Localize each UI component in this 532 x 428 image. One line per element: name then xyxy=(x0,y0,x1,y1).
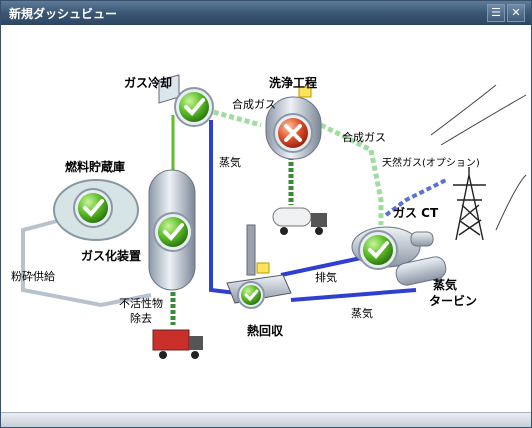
chimney xyxy=(246,224,256,276)
steam-label-2: 蒸気 xyxy=(351,307,373,320)
gas-ct-shaft xyxy=(410,231,434,247)
steam-turbine xyxy=(395,256,447,286)
heat-recovery-status-ok[interactable] xyxy=(237,281,265,309)
gas-ct-status-ok[interactable] xyxy=(358,230,398,270)
power-line-3 xyxy=(495,174,527,231)
exhaust-label: 排気 xyxy=(315,271,337,284)
steam-label-1: 蒸気 xyxy=(219,156,241,169)
gas-ct-label: ガス CT xyxy=(393,206,439,220)
close-button[interactable]: ✕ xyxy=(507,4,525,22)
steam-turbine-label: 蒸気 xyxy=(433,278,458,292)
gas-cooling-label: ガス冷却 xyxy=(124,76,173,90)
syngas-line-1 xyxy=(205,107,262,128)
note-icon[interactable] xyxy=(256,262,270,274)
pulverized-feed-label: 粉砕供給 xyxy=(11,270,55,283)
syngas-label-1: 合成ガス xyxy=(232,98,276,111)
washing-status-error[interactable] xyxy=(273,113,313,153)
status-bar xyxy=(1,412,531,427)
dump-truck xyxy=(152,329,203,359)
inert-removal-label-2: 除去 xyxy=(130,312,152,325)
note-icon[interactable] xyxy=(298,86,312,98)
close-icon: ✕ xyxy=(511,6,521,19)
washing-label: 洗浄工程 xyxy=(269,76,318,90)
transmission-tower xyxy=(453,167,486,241)
heat-recovery-label: 熱回収 xyxy=(247,324,284,338)
fuel-storage-status-ok[interactable] xyxy=(73,188,113,228)
gas-cooling-status-ok[interactable] xyxy=(174,87,214,127)
inert-removal-label: 不活性物 xyxy=(119,297,163,310)
fuel-storage-label: 燃料貯蔵庫 xyxy=(65,160,126,174)
syngas-label-2: 合成ガス xyxy=(342,131,386,144)
feed-line xyxy=(21,218,152,308)
steam-line-2 xyxy=(290,288,417,302)
gasifier-status-ok[interactable] xyxy=(153,212,193,252)
power-line-1 xyxy=(430,84,497,136)
tanker-truck xyxy=(272,207,327,235)
syngas-line-2 xyxy=(319,122,384,225)
process-diagram xyxy=(21,74,527,359)
gasifier-label: ガス化装置 xyxy=(81,249,142,263)
power-line-2 xyxy=(440,94,527,146)
list-menu-button[interactable]: ☰ xyxy=(487,4,505,22)
natural-gas-label: 天然ガス(オプション) xyxy=(382,158,480,169)
window-title: 新規ダッシュビュー xyxy=(9,7,118,21)
title-bar: 新規ダッシュビュー ☰ ✕ xyxy=(1,1,531,25)
steam-turbine-label-2: タービン xyxy=(429,294,478,308)
natural-gas-line xyxy=(384,178,447,217)
list-icon: ☰ xyxy=(491,6,501,19)
steam-line-1 xyxy=(209,120,237,295)
exhaust-line xyxy=(280,256,362,277)
